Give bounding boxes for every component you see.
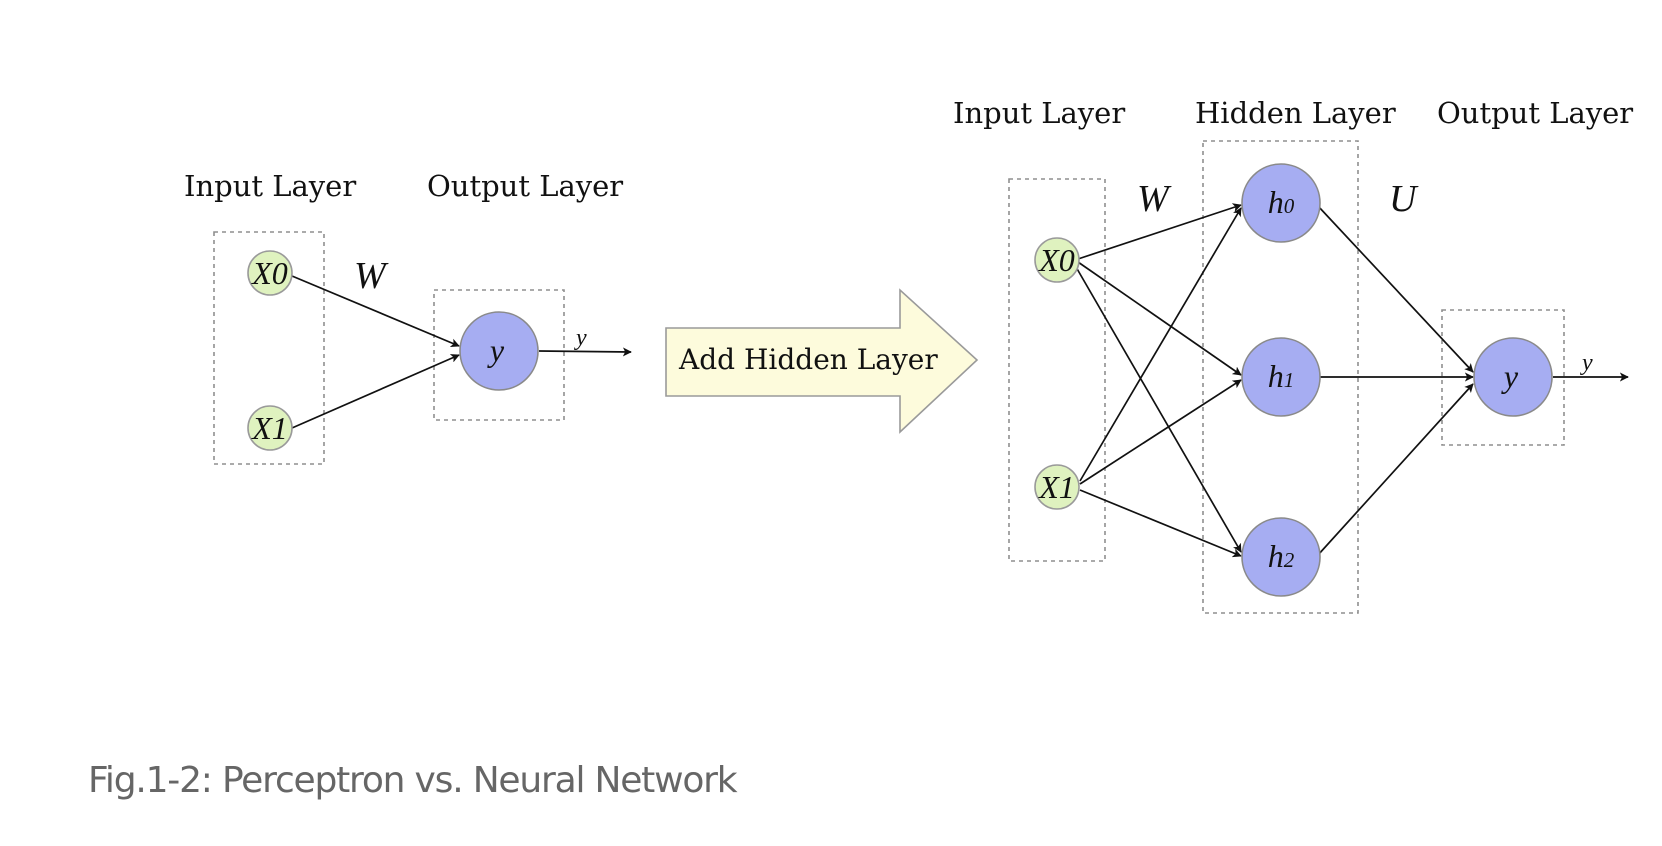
- network-hidden-layer-label: Hidden Layer: [1195, 96, 1396, 130]
- perceptron-node-x1-label: X: [250, 410, 273, 446]
- network-node-x1-index: 1: [1059, 469, 1075, 505]
- network-node-y-label: y: [1501, 358, 1519, 394]
- perceptron-node-x0-label: X: [250, 255, 273, 291]
- perceptron-node-x0-index: 0: [272, 255, 288, 291]
- network-output-label: y: [1580, 350, 1593, 376]
- perceptron-edge-x0-y: [291, 275, 460, 348]
- network-node-x0-index: 0: [1059, 242, 1075, 278]
- perceptron-output-label: y: [574, 325, 587, 351]
- network-node-x0: X0: [1034, 237, 1080, 283]
- network-hidden-layer-box: [1202, 140, 1359, 614]
- perceptron-output-arrow: [538, 347, 632, 357]
- perceptron-input-layer-label: Input Layer: [184, 169, 356, 203]
- network-input-layer-label: Input Layer: [953, 96, 1125, 130]
- perceptron-node-y: y: [459, 311, 539, 391]
- network-edge-x0-h0: [1077, 203, 1242, 260]
- add-hidden-layer-label: Add Hidden Layer: [678, 343, 938, 376]
- neural-network-diagram: Input Layer Hidden Layer Output Layer W …: [953, 96, 1633, 614]
- perceptron-weight-w-label: W: [354, 255, 389, 297]
- network-weight-w-label: W: [1137, 178, 1172, 220]
- perceptron-diagram: Input Layer Output Layer W X0 X1 y y: [184, 169, 632, 465]
- network-node-h2-label: h: [1268, 538, 1284, 574]
- add-hidden-layer-arrow: Add Hidden Layer: [665, 288, 979, 434]
- network-edge-x1-h0: [1079, 207, 1242, 482]
- network-node-h0: h0: [1241, 163, 1321, 243]
- network-edge-x1-h2: [1079, 489, 1242, 558]
- network-node-h1-label: h: [1268, 358, 1284, 394]
- network-node-x1-label: X: [1037, 469, 1060, 505]
- svg-text:X1: X1: [250, 410, 288, 446]
- svg-text:X0: X0: [1037, 242, 1075, 278]
- perceptron-edge-x1-y: [291, 354, 460, 429]
- network-input-layer-box: [1008, 178, 1106, 562]
- figure-caption: Fig.1-2: Perceptron vs. Neural Network: [88, 760, 738, 801]
- perceptron-output-layer-label: Output Layer: [427, 169, 623, 203]
- svg-text:h1: h1: [1268, 358, 1295, 394]
- svg-text:X0: X0: [250, 255, 288, 291]
- perceptron-node-y-label: y: [487, 332, 505, 368]
- perceptron-node-x0: X0: [247, 250, 293, 296]
- network-output-layer-label: Output Layer: [1437, 96, 1633, 130]
- network-node-h2: h2: [1241, 517, 1321, 597]
- network-node-h1-index: 1: [1284, 368, 1295, 392]
- svg-text:h2: h2: [1268, 538, 1295, 574]
- network-edge-h2-y: [1317, 383, 1474, 556]
- network-node-h1: h1: [1241, 337, 1321, 417]
- network-edge-x0-h1: [1077, 261, 1242, 376]
- network-node-y: y: [1473, 337, 1553, 417]
- network-weight-u-label: U: [1389, 178, 1419, 220]
- svg-text:X1: X1: [1037, 469, 1075, 505]
- svg-text:h0: h0: [1268, 184, 1295, 220]
- network-edge-h0-y: [1317, 205, 1474, 373]
- network-node-h2-index: 2: [1284, 548, 1295, 572]
- network-edge-x0-h2: [1075, 266, 1242, 553]
- network-edge-x1-h1: [1079, 379, 1242, 485]
- network-node-h0-index: 0: [1284, 194, 1295, 218]
- perceptron-node-x1-index: 1: [272, 410, 288, 446]
- network-node-x0-label: X: [1037, 242, 1060, 278]
- network-node-h0-label: h: [1268, 184, 1284, 220]
- perceptron-output-layer-box: [433, 289, 565, 421]
- network-node-x1: X1: [1034, 464, 1080, 510]
- perceptron-node-x1: X1: [247, 405, 293, 451]
- perceptron-input-layer-box: [213, 231, 325, 465]
